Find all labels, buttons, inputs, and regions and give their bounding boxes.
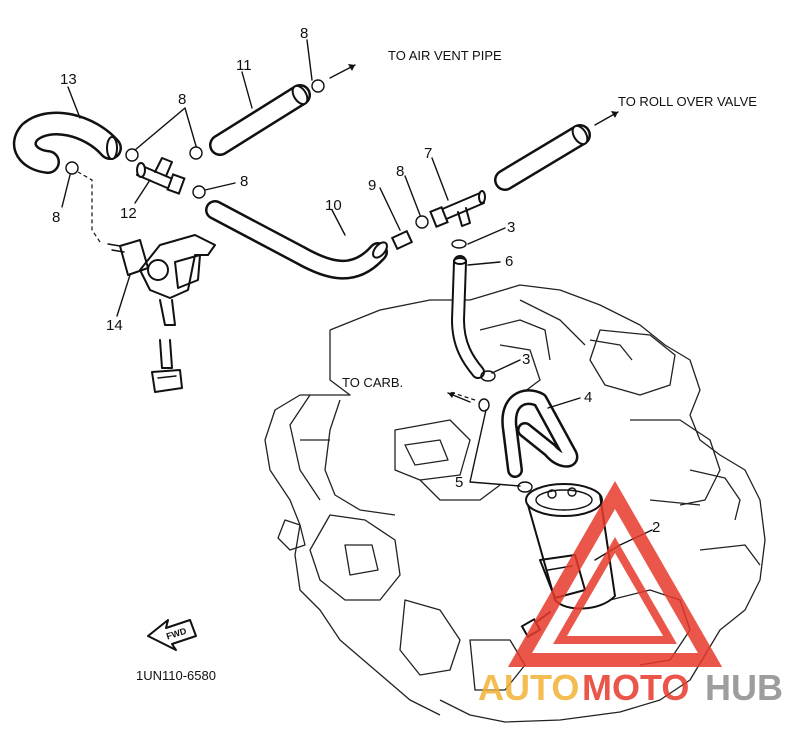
clamps [65, 79, 429, 229]
callout-13: 13 [60, 71, 77, 88]
arrow-air-vent [329, 64, 356, 79]
callout-4: 4 [584, 389, 592, 406]
joint-9 [390, 229, 414, 251]
hose-10 [205, 200, 388, 280]
part-code: 1UN110-6580 [136, 668, 216, 683]
callout-3-top: 3 [507, 219, 515, 236]
hose-6 [450, 255, 485, 379]
callout-12: 12 [120, 205, 137, 222]
clamp-3-mid [480, 370, 496, 382]
canister-2 [525, 483, 616, 610]
engine-outline [264, 284, 766, 723]
hose-13 [12, 111, 122, 174]
callout-11: 11 [236, 57, 252, 74]
callout-9: 9 [368, 177, 376, 194]
callout-8-right: 8 [396, 163, 404, 180]
watermark-logo: AUTO MOTO HUB [478, 480, 783, 708]
callout-3-mid: 3 [522, 351, 530, 368]
direction-notes: TO AIR VENT PIPE TO ROLL OVER VALVE TO C… [342, 48, 757, 390]
watermark-auto: AUTO [478, 667, 579, 708]
connector-14 [151, 339, 183, 393]
hose-11 [209, 84, 311, 156]
hose-roll-over [494, 124, 591, 191]
watermark-hub: HUB [705, 667, 783, 708]
callout-numbers: 8 11 13 8 8 12 8 14 10 9 8 7 3 6 3 4 5 2 [52, 25, 660, 536]
callout-10: 10 [325, 197, 342, 214]
callout-14: 14 [106, 317, 123, 334]
callout-2: 2 [652, 519, 660, 536]
callout-7: 7 [424, 145, 432, 162]
clamp-3-top [451, 239, 467, 249]
valve-14 [77, 171, 216, 326]
callout-6: 6 [505, 253, 513, 270]
note-air-vent: TO AIR VENT PIPE [388, 48, 502, 63]
fwd-arrow: FWD [147, 619, 197, 651]
t-joint-7 [429, 190, 486, 228]
watermark-moto: MOTO [582, 667, 689, 708]
callout-8-joint: 8 [178, 91, 186, 108]
arrow-carb [447, 392, 471, 403]
note-roll-over: TO ROLL OVER VALVE [618, 94, 757, 109]
leader-lines [61, 39, 653, 561]
callout-8-mid: 8 [240, 173, 248, 190]
arrow-roll-over [594, 111, 619, 126]
callout-8-top: 8 [300, 25, 308, 42]
t-joint-12 [136, 157, 186, 195]
callout-5: 5 [455, 474, 463, 491]
hose-4 [501, 389, 579, 478]
callout-8-left: 8 [52, 209, 60, 226]
note-carb: TO CARB. [342, 375, 403, 390]
